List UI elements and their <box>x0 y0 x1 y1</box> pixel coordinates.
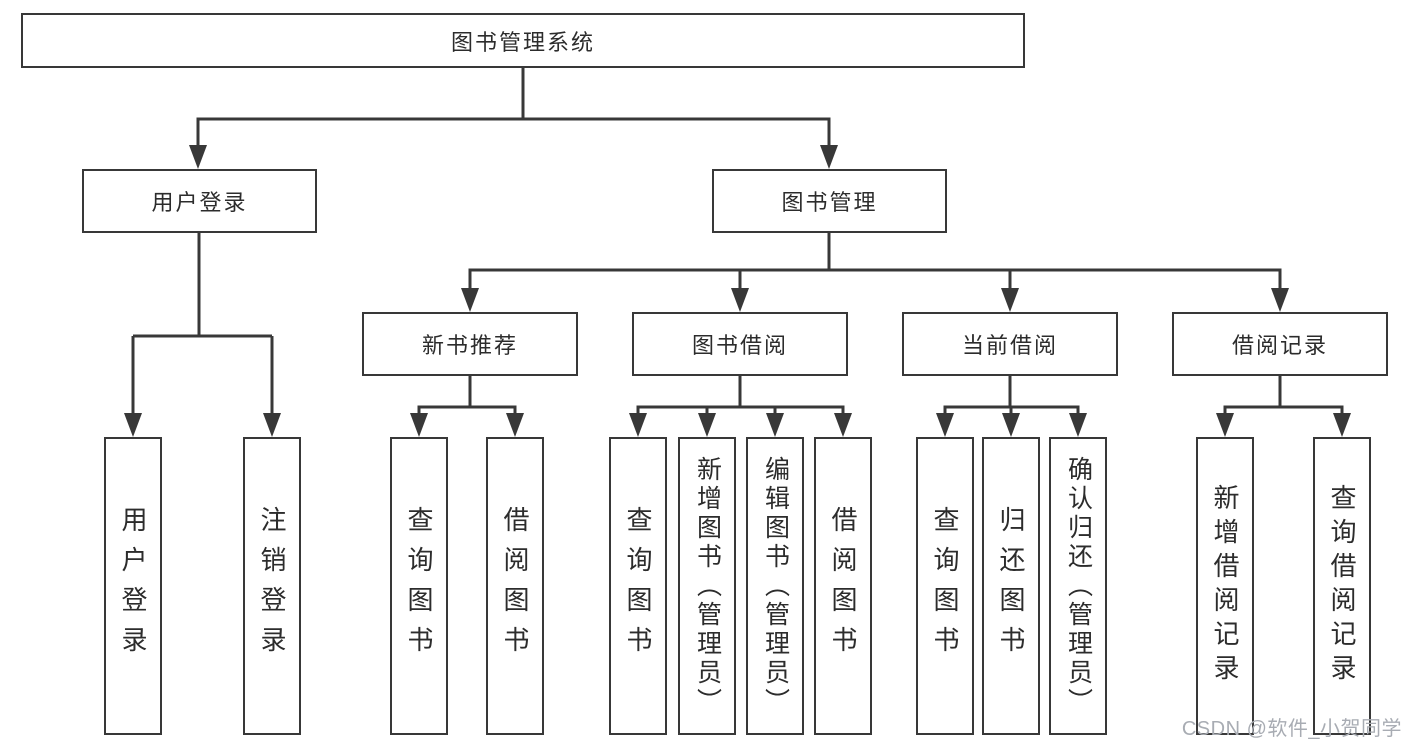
leaf-bb-borrow-books: 借阅图书 <box>814 437 872 735</box>
node-book-borrowing: 图书借阅 <box>632 312 848 376</box>
leaf-cb-return-books-label: 归还图书 <box>996 506 1026 666</box>
node-book-management-label: 图书管理 <box>781 190 878 215</box>
leaf-cb-return-books: 归还图书 <box>982 437 1040 735</box>
watermark: CSDN @软件_小贺同学 <box>1181 718 1402 740</box>
leaf-br-query-record-label: 查询借阅记录 <box>1327 484 1357 688</box>
leaf-cb-confirm-return-admin-label: 确认归还（管理员） <box>1064 455 1093 717</box>
node-root: 图书管理系统 <box>21 13 1025 68</box>
node-book-borrowing-label: 图书借阅 <box>691 333 788 358</box>
leaf-bb-query-books-label: 查询图书 <box>623 506 653 666</box>
node-book-management: 图书管理 <box>712 169 947 233</box>
leaf-bb-edit-books-admin-label: 编辑图书（管理员） <box>761 455 790 717</box>
arrowheads <box>124 145 1351 437</box>
leaf-nb-query-books-label: 查询图书 <box>404 506 434 666</box>
leaf-cb-query-books-label: 查询图书 <box>930 506 960 666</box>
node-borrowing-records: 借阅记录 <box>1172 312 1388 376</box>
leaf-cb-query-books: 查询图书 <box>916 437 974 735</box>
leaf-nb-query-books: 查询图书 <box>390 437 448 735</box>
leaf-br-add-record: 新增借阅记录 <box>1196 437 1254 735</box>
leaf-br-add-record-label: 新增借阅记录 <box>1210 484 1240 688</box>
leaf-logout-label: 注销登录 <box>257 506 287 666</box>
leaf-br-query-record: 查询借阅记录 <box>1313 437 1371 735</box>
leaf-logout: 注销登录 <box>243 437 301 735</box>
node-new-book-recommend: 新书推荐 <box>362 312 578 376</box>
node-user-login-label: 用户登录 <box>151 190 248 215</box>
leaf-bb-add-books-admin: 新增图书（管理员） <box>678 437 736 735</box>
node-borrowing-records-label: 借阅记录 <box>1231 333 1328 358</box>
node-new-book-recommend-label: 新书推荐 <box>421 333 518 358</box>
leaf-nb-borrow-books-label: 借阅图书 <box>500 506 530 666</box>
leaf-cb-confirm-return-admin: 确认归还（管理员） <box>1049 437 1107 735</box>
leaf-user-login: 用户登录 <box>104 437 162 735</box>
leaf-nb-borrow-books: 借阅图书 <box>486 437 544 735</box>
leaf-bb-edit-books-admin: 编辑图书（管理员） <box>746 437 804 735</box>
node-current-borrowing: 当前借阅 <box>902 312 1118 376</box>
node-current-borrowing-label: 当前借阅 <box>961 333 1058 358</box>
node-user-login: 用户登录 <box>82 169 317 233</box>
leaf-bb-borrow-books-label: 借阅图书 <box>828 506 858 666</box>
leaf-bb-query-books: 查询图书 <box>609 437 667 735</box>
node-root-label: 图书管理系统 <box>450 29 595 55</box>
leaf-user-login-label: 用户登录 <box>118 506 148 666</box>
leaf-bb-add-books-admin-label: 新增图书（管理员） <box>693 455 722 717</box>
